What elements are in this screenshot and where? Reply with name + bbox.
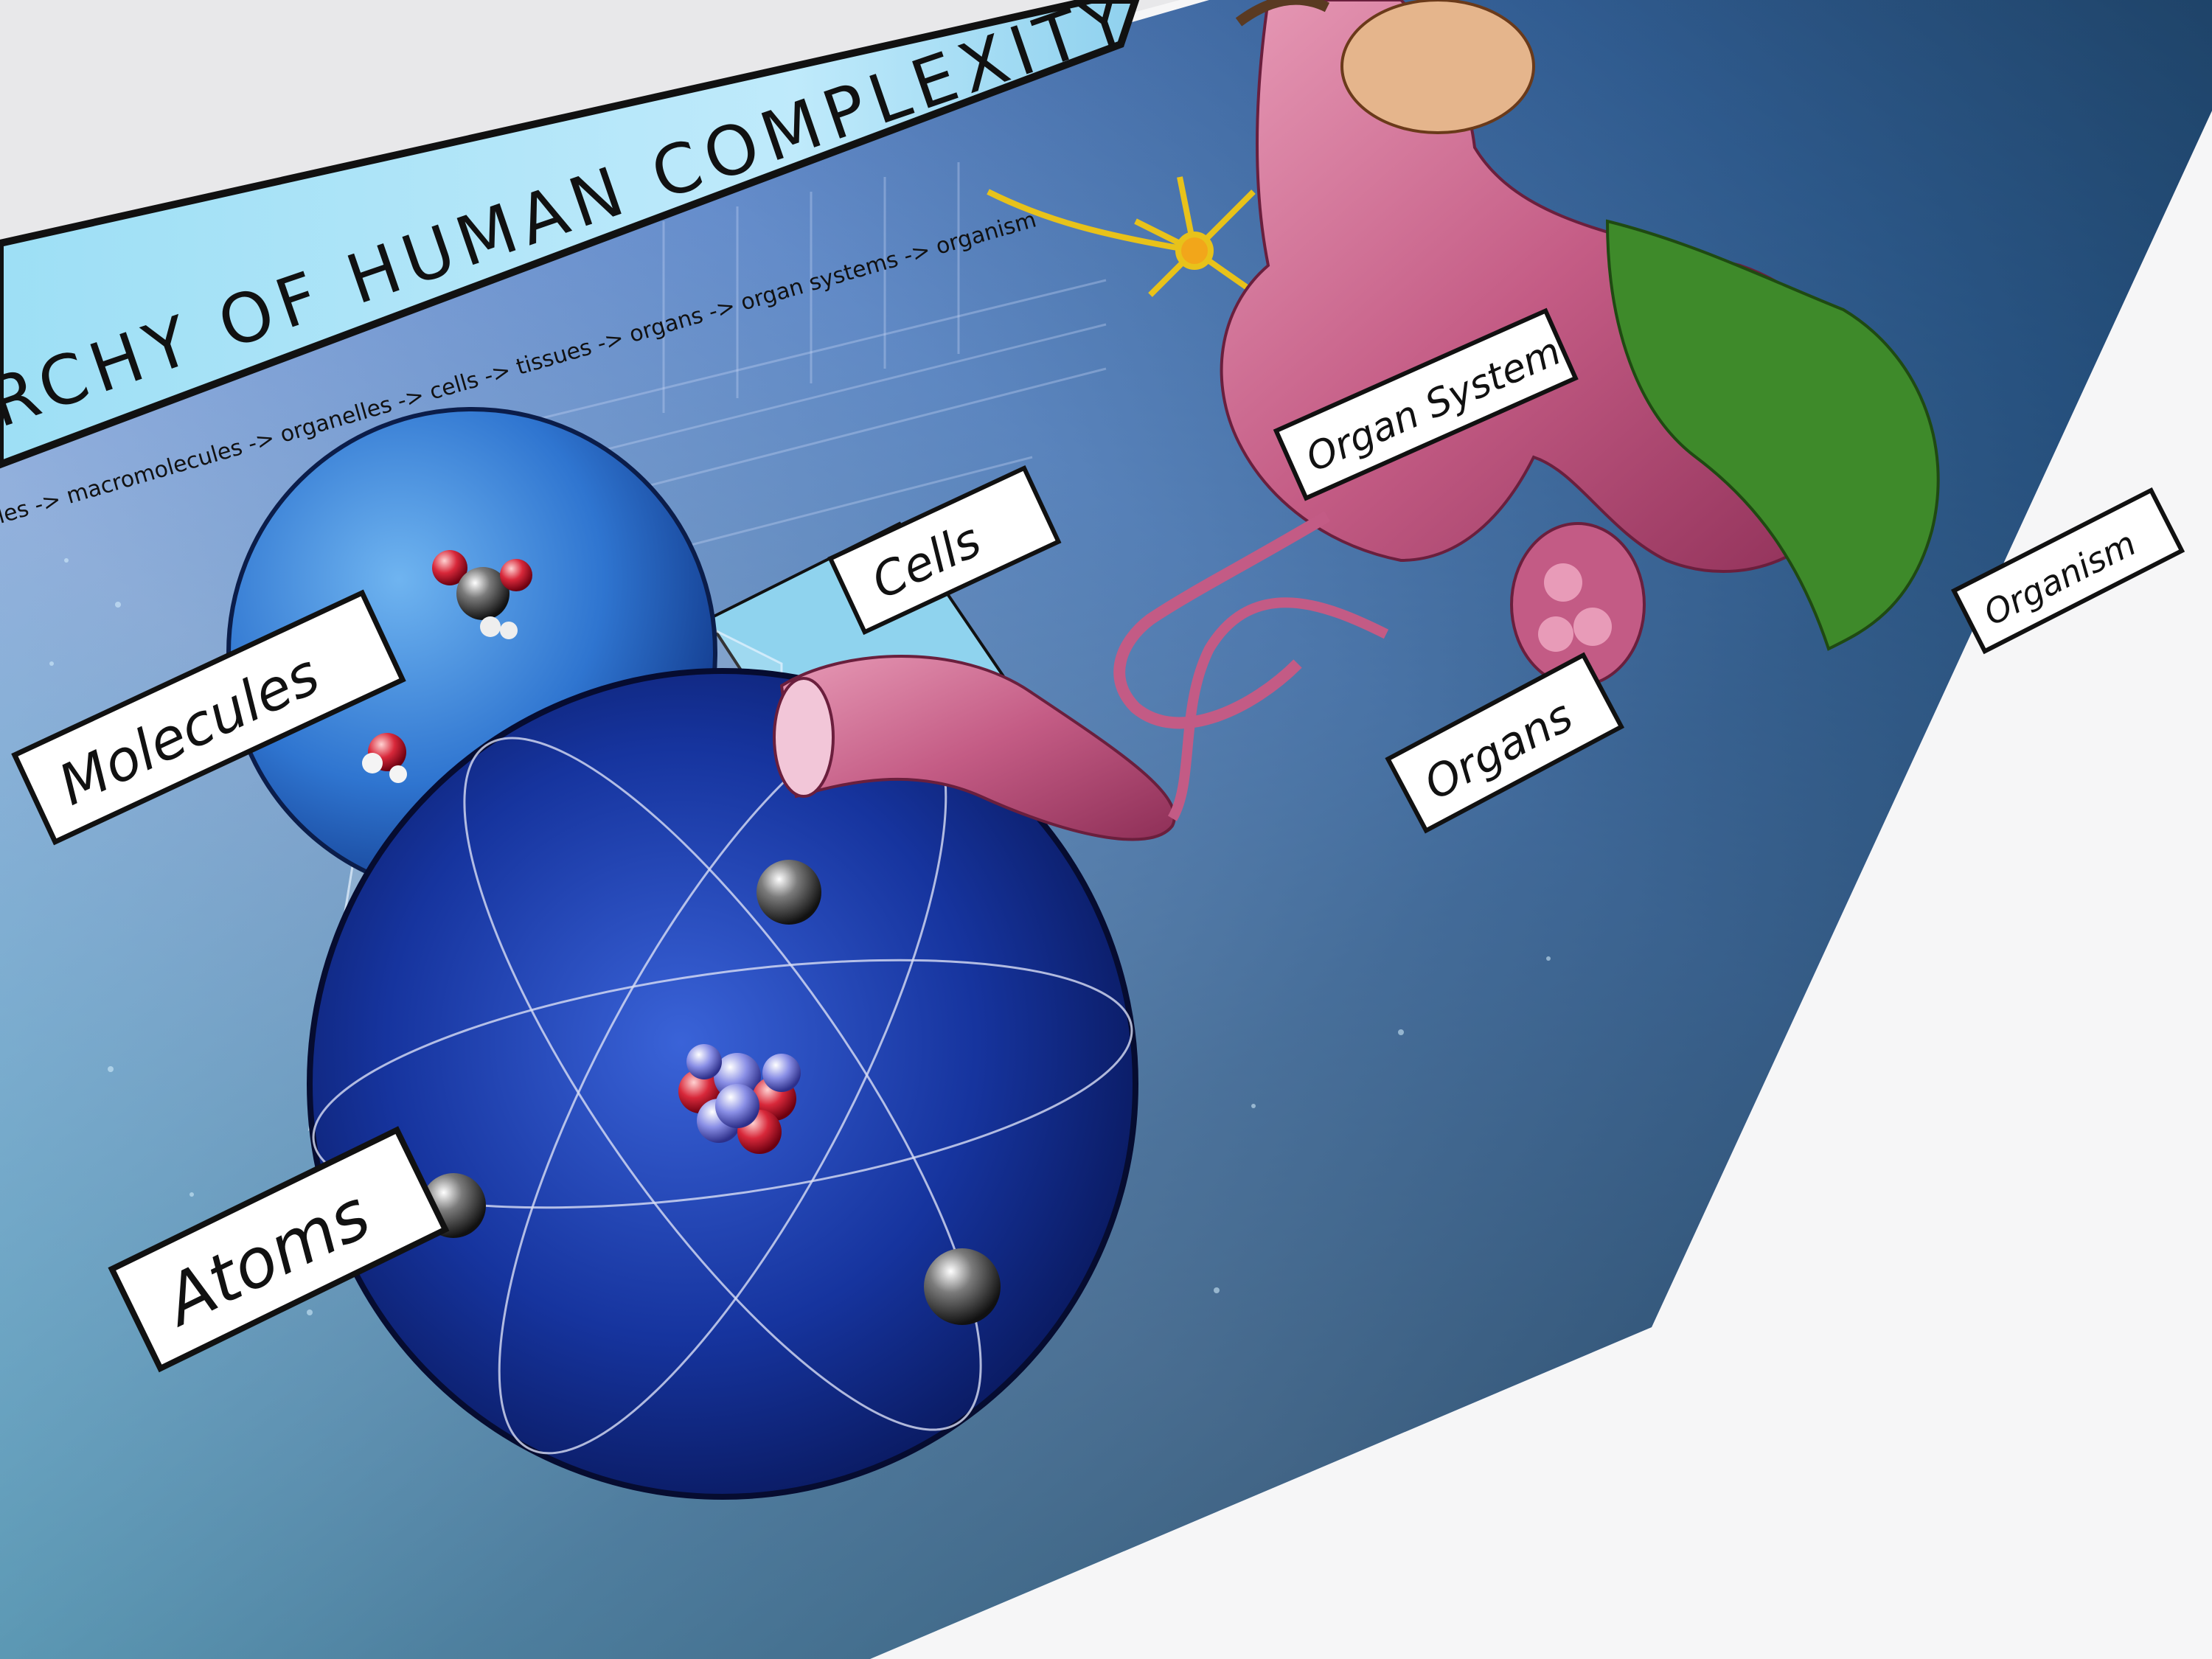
oxygen-molecule-icon [362, 733, 407, 783]
tissue-tube-illustration [773, 597, 1389, 841]
nucleus-icon [678, 1044, 801, 1154]
neuron-illustration [987, 176, 1270, 305]
water-molecule-icon [432, 550, 532, 639]
electron-icon [757, 860, 821, 925]
electron-icon [924, 1248, 1001, 1325]
head-illustration [1340, 0, 1535, 134]
